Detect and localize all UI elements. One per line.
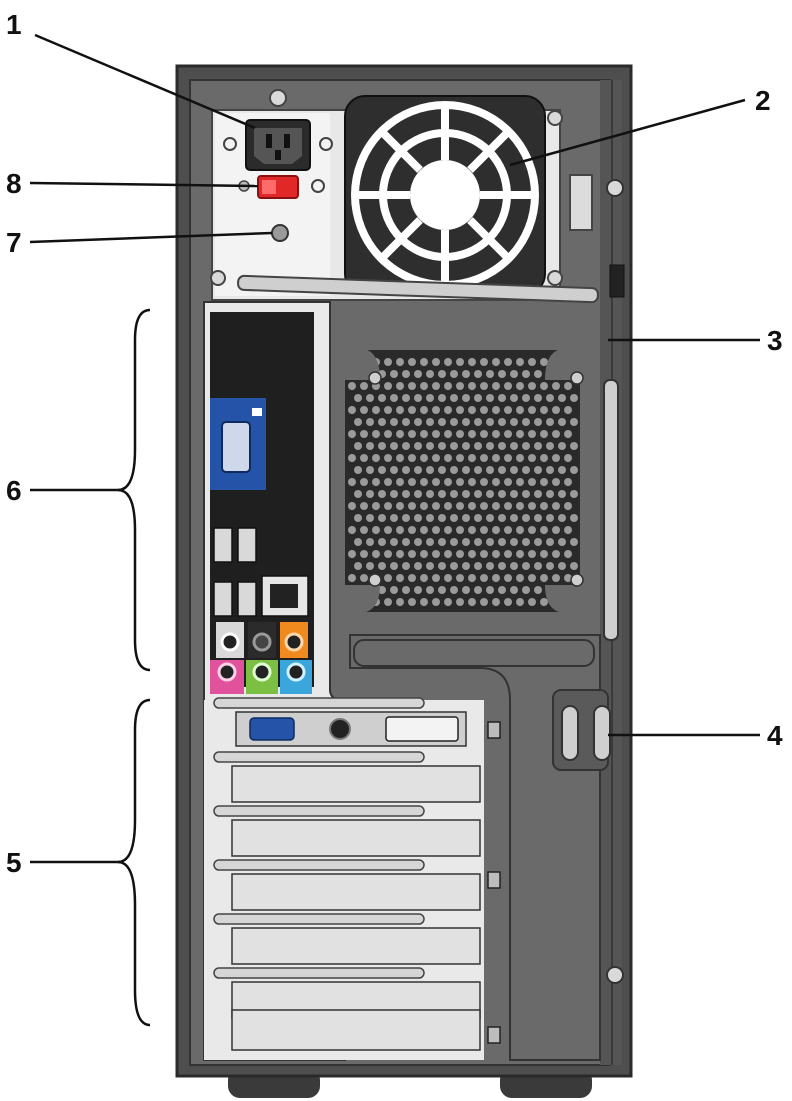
screw-icon xyxy=(210,270,226,286)
audio-jack-icon xyxy=(217,662,237,682)
usb-icon xyxy=(213,527,233,563)
security-slot xyxy=(609,264,625,298)
usb-icon xyxy=(237,527,257,563)
callout-8: 8 xyxy=(6,168,22,199)
callout-4: 4 xyxy=(767,720,783,751)
audio-jack-icon xyxy=(252,632,272,652)
screw-icon xyxy=(269,89,287,107)
audio-jack-icon xyxy=(220,632,240,652)
leader-lines xyxy=(29,33,760,864)
padlock-ring xyxy=(552,689,611,771)
callout-5: 5 xyxy=(6,847,22,878)
callout-2: 2 xyxy=(755,85,771,116)
power-socket-icon xyxy=(223,119,333,171)
callout-1: 1 xyxy=(6,9,22,40)
callout-3: 3 xyxy=(767,325,783,356)
usb-icon xyxy=(213,581,233,617)
bracket-lines xyxy=(117,308,151,1027)
audio-jack-icon xyxy=(252,662,272,682)
screw-icon xyxy=(606,179,624,197)
callout-7: 7 xyxy=(6,227,22,258)
usb-icon xyxy=(237,581,257,617)
vent-grille xyxy=(345,348,584,614)
power-supply-light xyxy=(271,224,289,242)
callout-labels: 1 2 3 4 5 6 7 8 xyxy=(6,9,783,878)
power-supply-fan xyxy=(344,95,593,295)
audio-jack-icon xyxy=(286,662,306,682)
audio-jack-icon xyxy=(284,632,304,652)
expansion-card-slots xyxy=(204,697,501,1060)
screw-icon xyxy=(547,270,563,286)
screw-icon xyxy=(606,966,624,984)
voltage-selection-switch xyxy=(238,175,325,199)
callout-6: 6 xyxy=(6,475,22,506)
screw-icon xyxy=(547,110,563,126)
